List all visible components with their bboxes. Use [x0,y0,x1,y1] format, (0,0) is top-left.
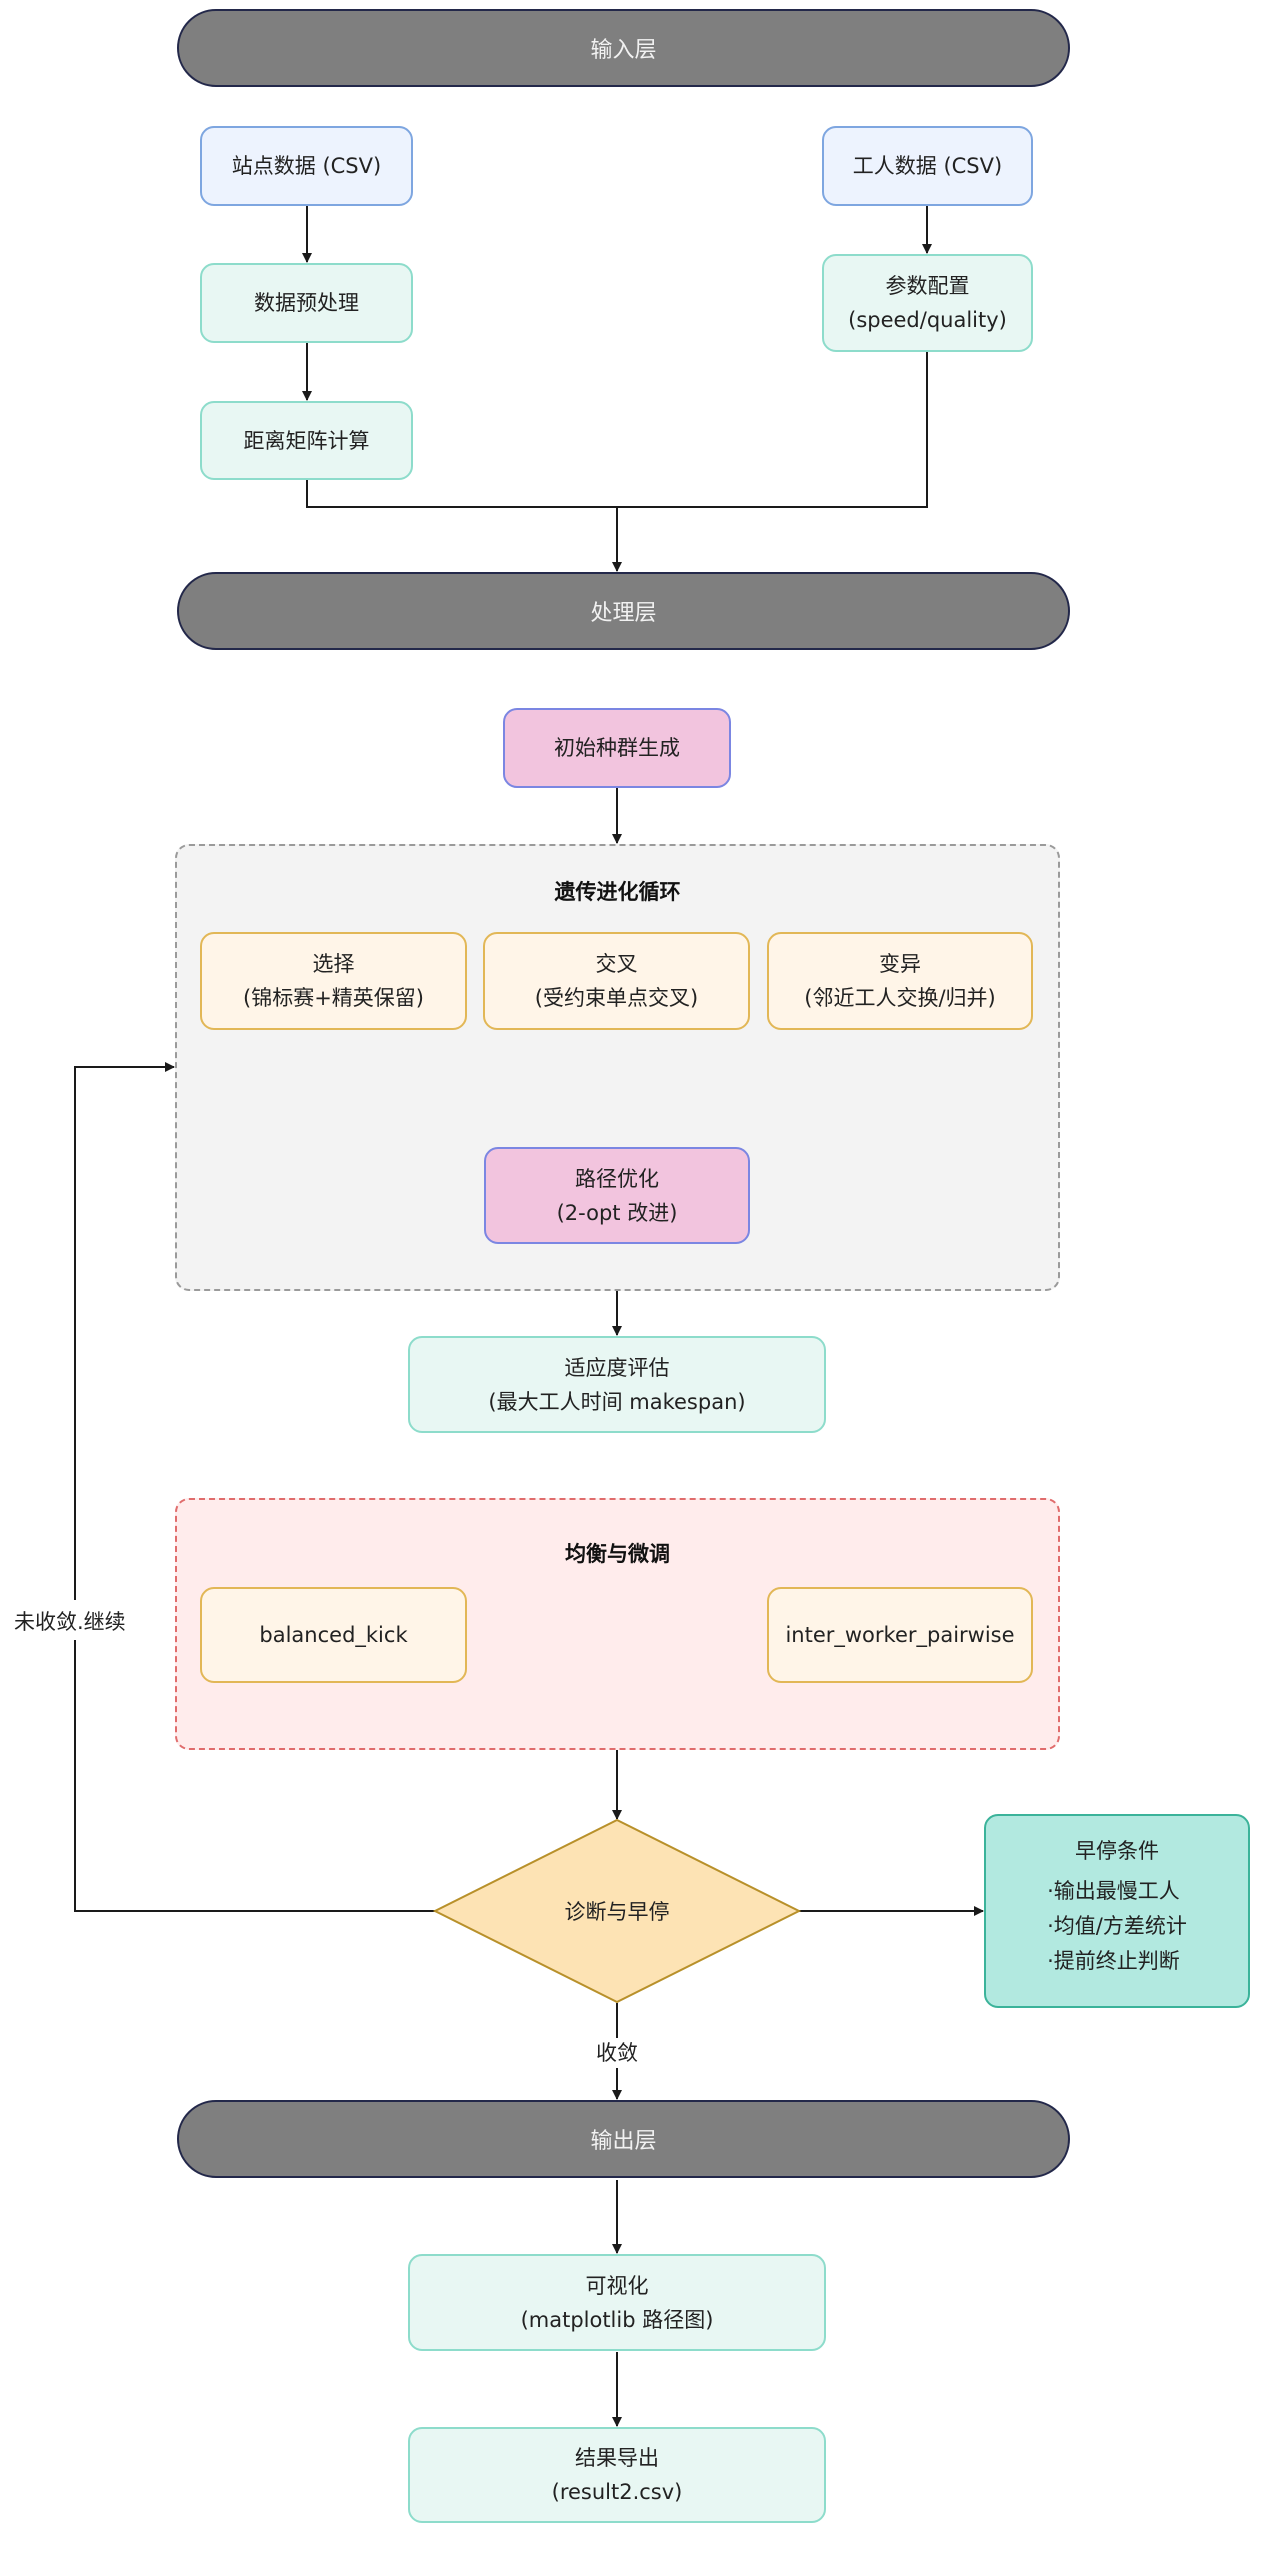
route-optimization-node: 路径优化 (2-opt 改进) [484,1147,750,1244]
route-optimization-subtitle: (2-opt 改进) [556,1200,678,1225]
fitness-title: 适应度评估 [564,1355,670,1380]
not-converged-label: 未收敛.继续 [14,1609,126,1635]
preprocess-node: 数据预处理 [200,263,413,343]
export-node: 结果导出 (result2.csv) [408,2427,826,2523]
early-stop-item: ·输出最慢工人 [1047,1879,1180,1903]
balanced-kick-label: balanced_kick [259,1623,408,1647]
output-layer-label: 输出层 [590,2129,657,2154]
worker-data-node: 工人数据 (CSV) [822,126,1033,206]
early-stop-title: 早停条件 [1075,1839,1159,1863]
pairwise-node: inter_worker_pairwise [767,1587,1033,1683]
param-config-subtitle: (speed/quality) [848,308,1007,332]
ga-loop-title: 遗传进化循环 [554,880,681,904]
fitness-node: 适应度评估 (最大工人时间 makespan) [408,1336,826,1433]
distance-matrix-label: 距离矩阵计算 [243,428,370,453]
visualization-node: 可视化 (matplotlib 路径图) [408,2254,826,2351]
mutation-node: 变异 (邻近工人交换/归并) [767,932,1033,1030]
visualization-subtitle: (matplotlib 路径图) [520,2307,714,2332]
balance-group-title: 均衡与微调 [565,1542,670,1566]
crossover-subtitle: (受约束单点交叉) [534,986,699,1010]
early-stop-item: ·提前终止判断 [1047,1949,1180,1973]
selection-node: 选择 (锦标赛+精英保留) [200,932,467,1030]
export-subtitle: (result2.csv) [551,2480,683,2504]
balanced-kick-node: balanced_kick [200,1587,467,1683]
output-layer-banner: 输出层 [177,2100,1070,2178]
early-stop-list: ·输出最慢工人 ·均值/方差统计 ·提前终止判断 [1047,1874,1187,1979]
processing-layer-label: 处理层 [590,601,657,626]
init-population-label: 初始种群生成 [554,736,680,760]
visualization-title: 可视化 [585,2273,649,2298]
early-stop-item: ·均值/方差统计 [1047,1914,1187,1938]
mutation-title: 变异 [879,952,921,976]
decision-label: 诊断与早停 [564,1900,670,1924]
param-config-title: 参数配置 [885,274,970,298]
converged-label: 收敛 [596,2040,638,2066]
input-layer-banner: 输入层 [177,9,1070,87]
edge-loop-back-top [74,1062,175,1600]
selection-subtitle: (锦标赛+精英保留) [243,986,424,1010]
export-title: 结果导出 [575,2446,659,2470]
input-layer-label: 输入层 [590,38,657,63]
crossover-node: 交叉 (受约束单点交叉) [483,932,750,1030]
param-config-node: 参数配置 (speed/quality) [822,254,1033,352]
mutation-subtitle: (邻近工人交换/归并) [804,986,996,1010]
fitness-subtitle: (最大工人时间 makespan) [488,1389,746,1414]
preprocess-label: 数据预处理 [254,291,359,315]
crossover-title: 交叉 [595,952,638,976]
init-population-node: 初始种群生成 [503,708,731,788]
worker-data-label: 工人数据 (CSV) [852,154,1003,178]
pairwise-label: inter_worker_pairwise [785,1623,1015,1647]
station-data-label: 站点数据 (CSV) [231,154,382,178]
distance-matrix-node: 距离矩阵计算 [200,401,413,480]
processing-layer-banner: 处理层 [177,572,1070,650]
early-stop-node: 早停条件 ·输出最慢工人 ·均值/方差统计 ·提前终止判断 [984,1814,1250,2008]
selection-title: 选择 [312,952,355,976]
station-data-node: 站点数据 (CSV) [200,126,413,206]
route-optimization-title: 路径优化 [575,1166,659,1191]
